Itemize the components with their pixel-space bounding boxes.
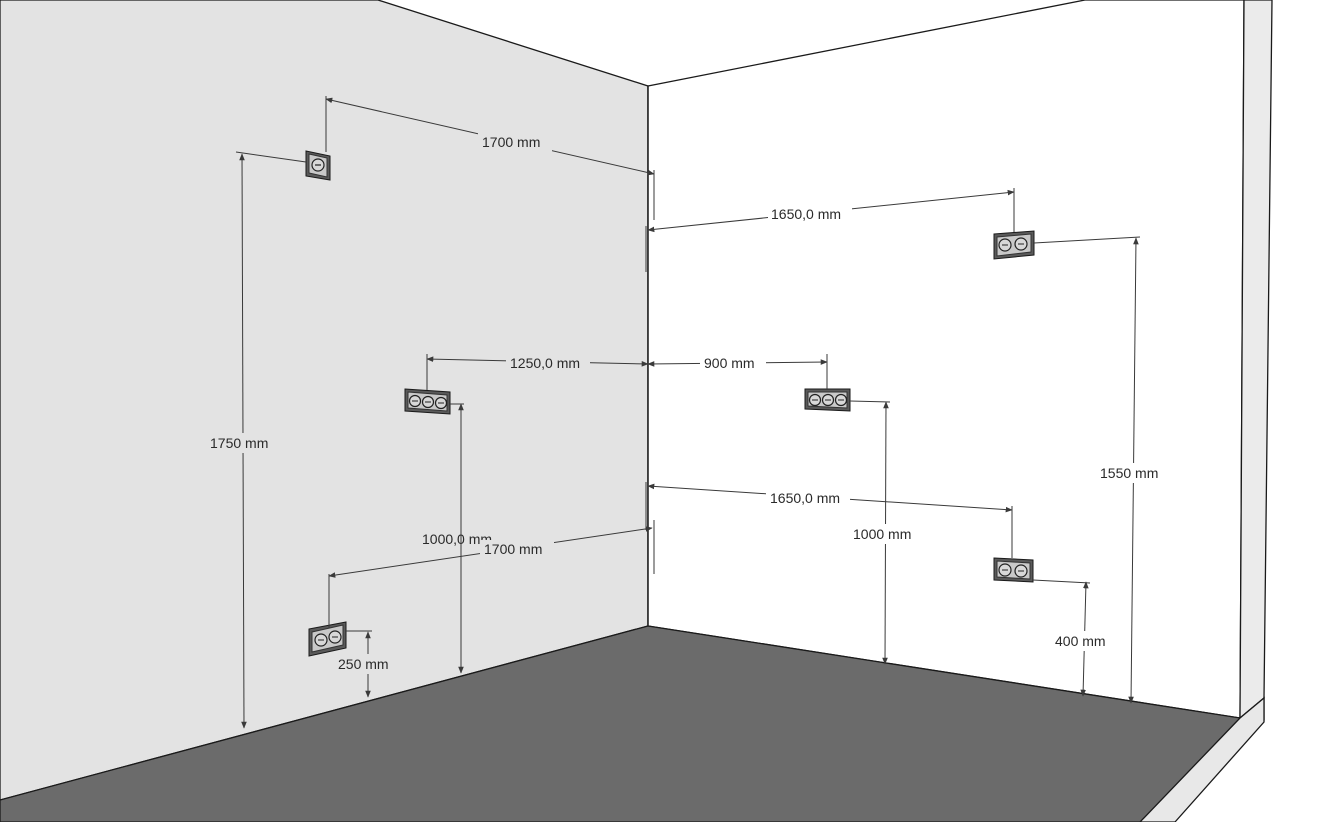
label-left-top-horizontal: 1700 mm	[482, 134, 540, 150]
socket-left-mid	[404, 388, 451, 415]
label-left-top-height: 1750 mm	[210, 435, 268, 451]
label-right-low-height: 400 mm	[1055, 633, 1106, 649]
socket-left-low	[308, 621, 347, 657]
socket-left-top	[305, 150, 331, 181]
label-left-low-height: 250 mm	[338, 656, 389, 672]
socket-right-mid	[804, 388, 851, 412]
label-right-mid-horizontal: 900 mm	[704, 355, 755, 371]
label-right-top-horizontal: 1650,0 mm	[771, 206, 841, 222]
label-right-mid-height: 1000 mm	[853, 526, 911, 542]
socket-right-top	[993, 230, 1035, 260]
floor-step	[1139, 696, 1265, 822]
socket-right-low	[993, 557, 1034, 583]
label-left-mid-horizontal: 1250,0 mm	[510, 355, 580, 371]
label-right-low-horizontal: 1650,0 mm	[770, 490, 840, 506]
label-right-top-height: 1550 mm	[1100, 465, 1158, 481]
right-wall-return	[1239, 0, 1273, 720]
label-left-low-horizontal: 1700 mm	[484, 541, 542, 557]
